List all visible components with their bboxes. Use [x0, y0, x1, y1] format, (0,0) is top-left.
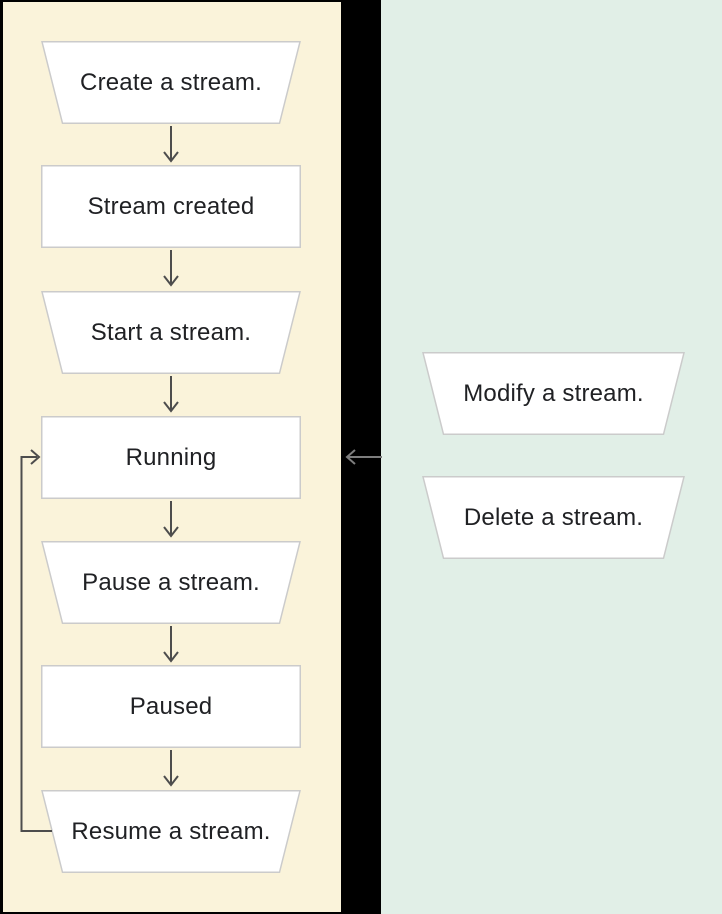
trapezoid-shape — [41, 541, 301, 624]
node-label: Pause a stream. — [82, 568, 260, 596]
arrow-actions-to-running — [345, 449, 382, 465]
node-label: Running — [125, 443, 217, 471]
node-label: Delete a stream. — [463, 503, 644, 531]
node-delete-stream: Delete a stream. — [422, 476, 685, 559]
node-paused: Paused — [41, 665, 301, 748]
node-start-stream: Start a stream. — [41, 291, 301, 374]
arrow-paused-to-resume — [163, 750, 179, 787]
node-label: Stream created — [87, 192, 255, 220]
trapezoid-shape — [422, 352, 685, 435]
node-label: Create a stream. — [80, 68, 262, 96]
rectangle-shape — [41, 416, 301, 499]
rectangle-shape — [41, 165, 301, 248]
node-stream-created: Stream created — [41, 165, 301, 248]
node-label: Paused — [129, 692, 213, 720]
node-resume-stream: Resume a stream. — [41, 790, 301, 873]
arrow-create-to-created — [163, 126, 179, 163]
node-running: Running — [41, 416, 301, 499]
trapezoid-shape — [422, 476, 685, 559]
arrow-running-to-pause — [163, 501, 179, 538]
actions-panel — [381, 0, 722, 914]
node-label: Resume a stream. — [71, 817, 271, 845]
node-pause-stream: Pause a stream. — [41, 541, 301, 624]
trapezoid-shape — [41, 41, 301, 124]
trapezoid-shape — [41, 291, 301, 374]
node-label: Start a stream. — [90, 318, 252, 346]
arrow-resume-loop-to-running — [20, 449, 52, 832]
node-create-stream: Create a stream. — [41, 41, 301, 124]
node-modify-stream: Modify a stream. — [422, 352, 685, 435]
rectangle-shape — [41, 665, 301, 748]
arrow-start-to-running — [163, 376, 179, 413]
arrow-created-to-start — [163, 250, 179, 287]
trapezoid-shape — [41, 790, 301, 873]
arrow-pause-to-paused — [163, 626, 179, 663]
node-label: Modify a stream. — [463, 379, 644, 407]
